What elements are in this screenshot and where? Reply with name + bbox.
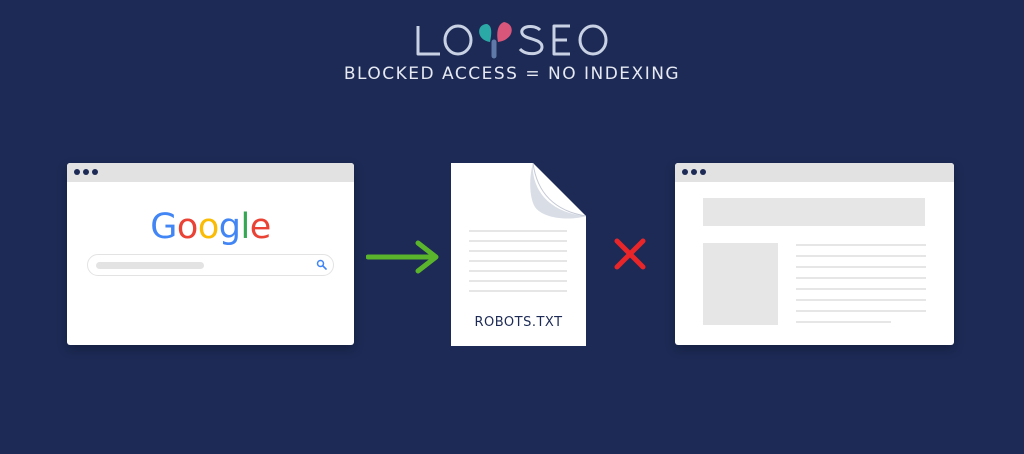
- website-image-block: [703, 243, 778, 325]
- page-subtitle: BLOCKED ACCESS = NO INDEXING: [343, 64, 681, 84]
- window-dot: [74, 169, 80, 175]
- search-input: [87, 254, 334, 276]
- loyseo-logo: [412, 18, 612, 62]
- text-line: [796, 244, 926, 246]
- search-placeholder-bar: [96, 262, 204, 269]
- website-window: [675, 163, 954, 345]
- cross-icon: [614, 238, 646, 270]
- text-line: [796, 266, 926, 268]
- robots-txt-document: ROBOTS.TXT: [451, 162, 587, 346]
- search-engine-window: Google: [67, 163, 354, 345]
- window-dot: [83, 169, 89, 175]
- text-line: [796, 321, 891, 323]
- search-icon: [316, 259, 327, 270]
- text-line: [796, 288, 926, 290]
- text-line: [796, 277, 926, 279]
- window-dot: [700, 169, 706, 175]
- window-dot: [691, 169, 697, 175]
- window-titlebar: [67, 163, 354, 182]
- window-dot: [682, 169, 688, 175]
- window-titlebar: [675, 163, 954, 182]
- website-header-block: [703, 198, 925, 226]
- google-logo: Google: [150, 207, 271, 247]
- text-line: [796, 255, 926, 257]
- document-label: ROBOTS.TXT: [474, 315, 563, 330]
- text-line: [796, 299, 926, 301]
- window-dot: [92, 169, 98, 175]
- text-line: [796, 310, 926, 312]
- arrow-right-icon: [366, 240, 439, 274]
